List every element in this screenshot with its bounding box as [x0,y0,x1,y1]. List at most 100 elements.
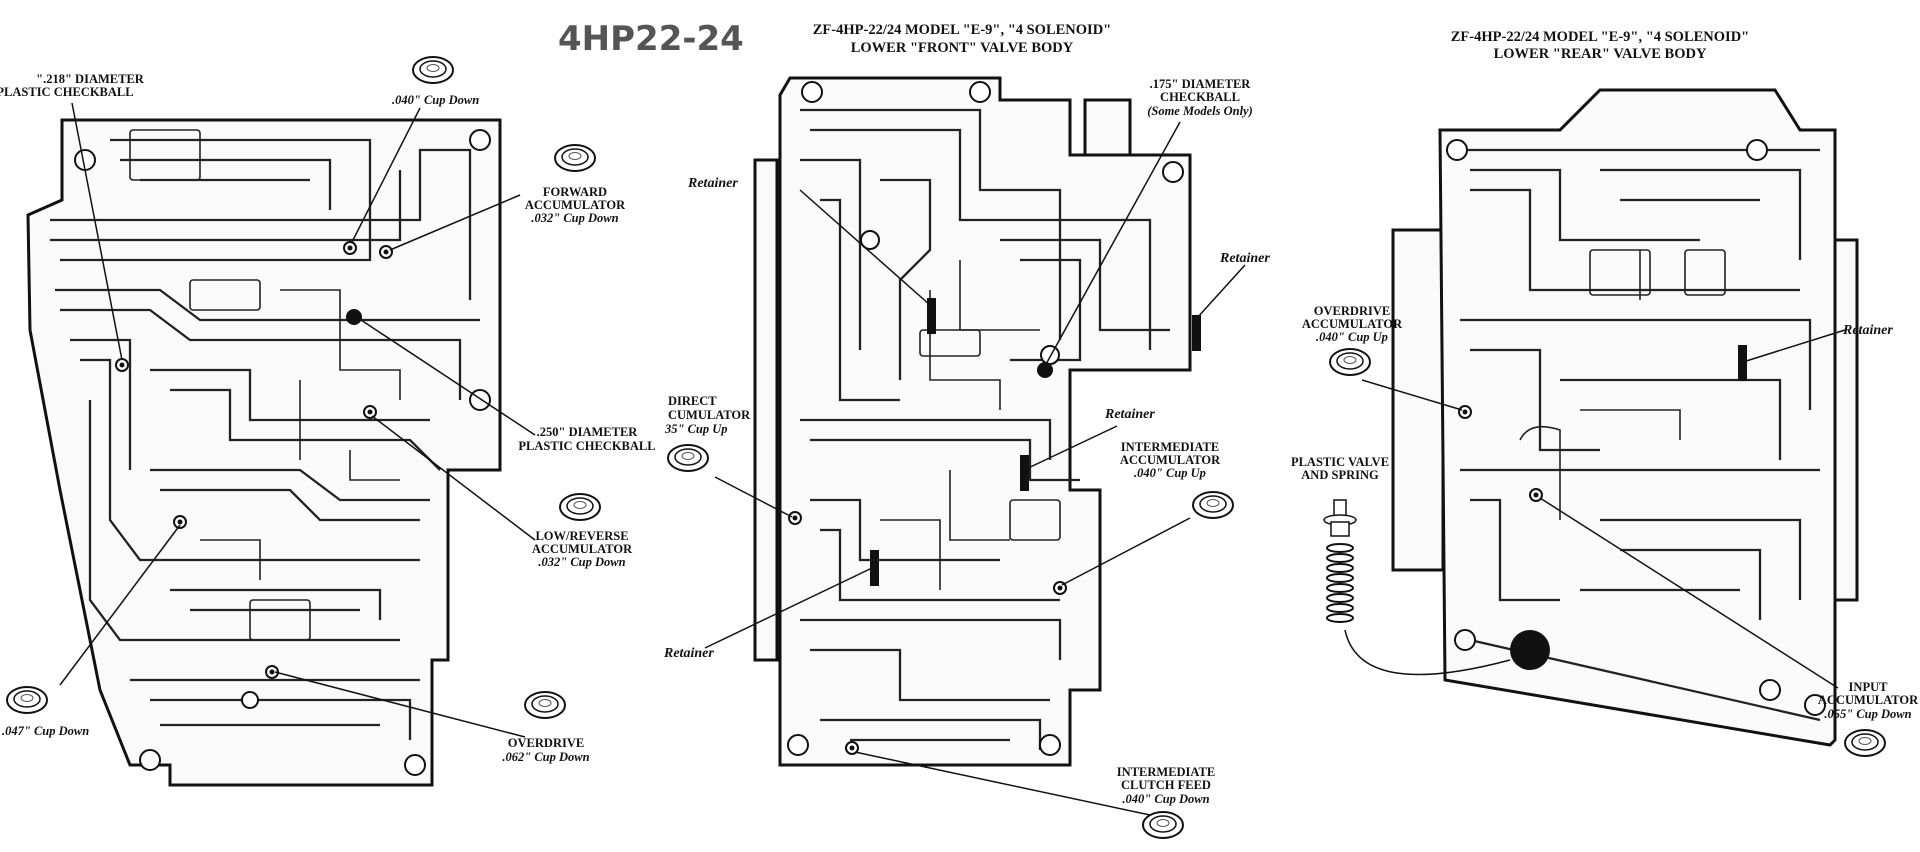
plastic-valve-and-spring [1323,499,1511,676]
label-cup-040: .040" Cup Down [392,93,479,107]
label-forward-accumulator: FORWARD ACCUMULATOR .032" Cup Down [525,185,626,225]
front-valve-body [753,76,1201,767]
label-checkball-175: .175" DIAMETER CHECKBALL (Some Models On… [1147,77,1253,118]
rear-valve-body [1391,88,1859,747]
accumulator-cup-icon [1142,811,1184,839]
label-line: INTERMEDIATE [1117,765,1215,779]
label-overdrive: OVERDRIVE .062" Cup Down [502,736,589,764]
rear-mount-hole [1454,629,1476,651]
left-channels [50,129,480,740]
label-value: 35" Cup Up [664,422,728,436]
label-line: ACCUMULATOR [525,198,626,212]
label-value: .062" Cup Down [502,750,589,764]
label-line: OVERDRIVE [508,736,584,750]
label-value: .040" Cup Up [1316,330,1388,344]
retainer-bar [1020,455,1029,491]
diagram-title: 4HP22-24 [558,19,744,59]
retainer-bar [927,298,936,334]
rear-heading-line2: LOWER "REAR" VALVE BODY [1494,46,1707,62]
accumulator-cup-icon [6,686,48,714]
front-mount-hole [860,230,880,250]
label-note: (Some Models Only) [1147,104,1253,118]
label-line: LOW/REVERSE [535,529,628,543]
label-line: ACCUMULATOR [1120,453,1221,467]
label-intermediate-accumulator: INTERMEDIATE ACCUMULATOR .040" Cup Up [1120,440,1221,480]
label-overdrive-accumulator: OVERDRIVE ACCUMULATOR .040" Cup Up [1302,304,1403,344]
leader-lines [59,102,1846,816]
accumulator-cup-icon [1329,348,1371,376]
label-line: CUMULATOR [668,408,751,422]
label-line: DIRECT [668,394,717,408]
label-value: .040" Cup Down [1122,792,1209,806]
retainer-bar [1192,315,1201,351]
low-reverse-hole-icon [363,405,377,419]
label-retainer: Retainer [1219,251,1270,266]
label-value: .032" Cup Down [538,555,625,569]
left-mount-hole [469,129,491,151]
label-line: FORWARD [543,185,607,199]
front-mount-hole [1162,161,1184,183]
front-heading-line2: LOWER "FRONT" VALVE BODY [851,40,1074,56]
direct-accumulator-hole-icon [788,511,802,525]
label-line: ACCUMULATOR [532,542,633,556]
label-checkball-250: .250" DIAMETER PLASTIC CHECKBALL [518,425,655,453]
left-mount-hole [241,691,259,709]
label-line: INPUT [1849,680,1889,694]
input-accumulator-hole-icon [1529,488,1543,502]
checkball-175-icon [1037,362,1053,378]
left-mount-hole [139,749,161,771]
rear-mount-hole [1746,139,1768,161]
left-mount-hole [469,389,491,411]
front-body-side-plate [753,158,779,662]
label-low-reverse-accumulator: LOW/REVERSE ACCUMULATOR .032" Cup Down [532,529,633,569]
label-retainer: Retainer [687,176,738,191]
rear-mount-hole [1759,679,1781,701]
left-valve-body [26,118,502,787]
rear-heading-line1: ZF-4HP-22/24 MODEL "E-9", "4 SOLENOID" [1451,29,1749,45]
plastic-valve-seat [1510,630,1550,670]
label-direct-accumulator: DIRECT CUMULATOR 35" Cup Up [664,394,751,436]
label-retainer: Retainer [1104,407,1155,422]
cup-040-hole-icon [343,241,357,255]
rear-body-side-plate [1833,238,1859,602]
label-line: OVERDRIVE [1314,304,1390,318]
label-cup-047: .047" Cup Down [2,724,89,738]
front-mount-hole [969,81,991,103]
front-mount-hole [1039,734,1061,756]
label-input-accumulator: INPUT ACCUMULATOR .055" Cup Down [1818,680,1919,721]
accumulator-cup-icon [559,493,601,521]
left-mount-hole [404,754,426,776]
label-intermediate-clutch-feed: INTERMEDIATE CLUTCH FEED .040" Cup Down [1117,765,1215,806]
front-heading-line1: ZF-4HP-22/24 MODEL "E-9", "4 SOLENOID" [813,22,1111,38]
retainer-bar [870,550,879,586]
accumulator-cup-icon [554,144,596,172]
front-body-tab [1083,98,1132,157]
checkball-218-icon [115,358,129,372]
label-plastic-valve-and-spring: PLASTIC VALVE AND SPRING [1291,455,1389,482]
accumulator-cup-icon [524,691,566,719]
label-line: AND SPRING [1301,468,1379,482]
checkball-250-icon [346,309,362,325]
rear-body-side-plate [1391,228,1445,572]
rear-panel-heading: ZF-4HP-22/24 MODEL "E-9", "4 SOLENOID" L… [1451,29,1749,62]
label-line: PLASTIC CHECKBALL [0,85,134,99]
front-mount-hole [787,734,809,756]
label-line: .250" DIAMETER [537,425,639,439]
label-line: ACCUMULATOR [1818,693,1919,707]
label-line: PLASTIC CHECKBALL [518,439,655,453]
front-mount-hole [1040,345,1060,365]
label-retainer: Retainer [663,646,714,661]
label-value: .032" Cup Down [531,211,618,225]
label-value: .055" Cup Down [1824,707,1911,721]
accumulator-cup-icon [1192,491,1234,519]
label-line: CLUTCH FEED [1121,778,1211,792]
label-line: PLASTIC VALVE [1291,455,1389,469]
label-line: CHECKBALL [1160,90,1240,104]
label-line: INTERMEDIATE [1121,440,1219,454]
label-line: .175" DIAMETER [1150,77,1252,91]
label-retainer: Retainer [1842,323,1893,338]
accumulator-cup-icon [667,444,709,472]
label-value: .040" Cup Up [1134,466,1206,480]
label-line: ACCUMULATOR [1302,317,1403,331]
